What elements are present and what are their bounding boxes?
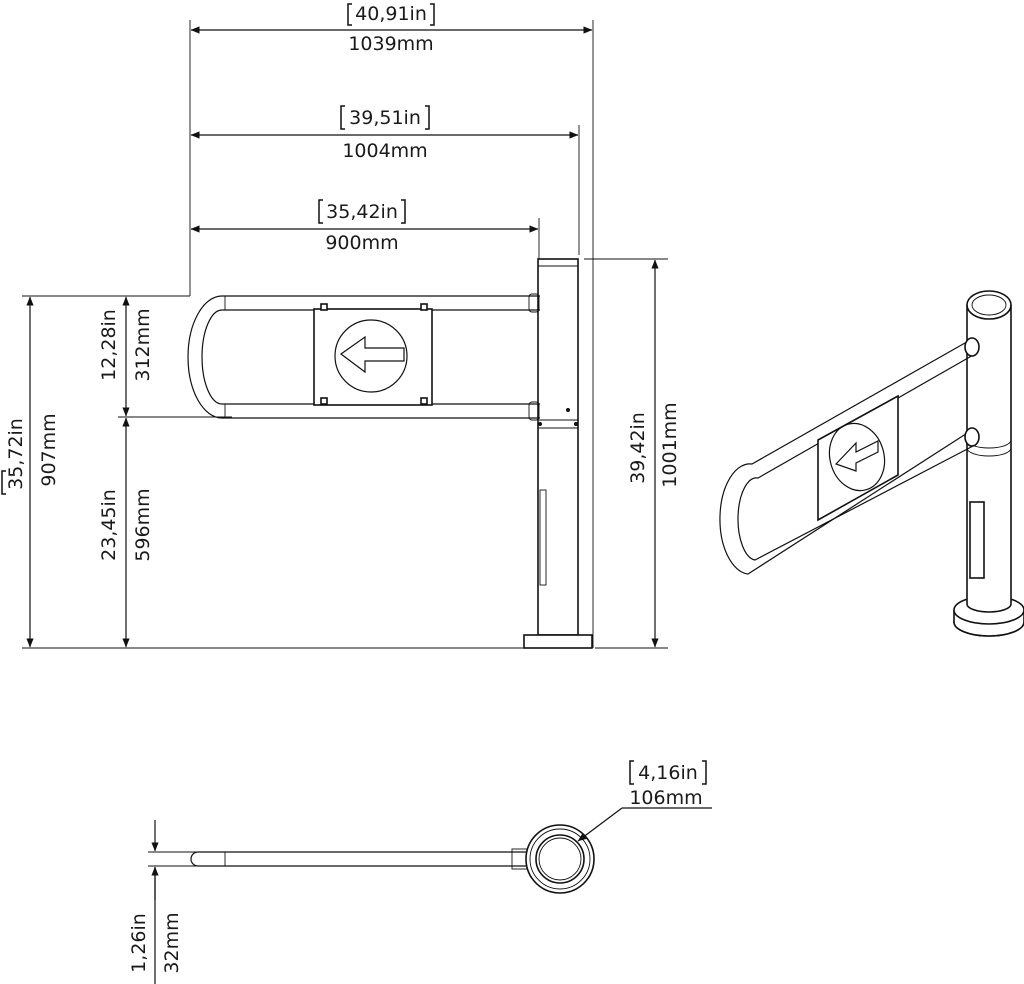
top-arm-tube xyxy=(190,851,537,867)
dim-post-diameter-inch: 4,16in xyxy=(638,762,698,784)
dim-arm-length-mm: 900mm xyxy=(325,232,398,254)
top-view: 4,16in 106mm 1,26in 32mm xyxy=(128,760,712,984)
top-post-inner xyxy=(535,834,585,884)
arrow-left-icon xyxy=(339,335,405,374)
arm-tube-inner xyxy=(201,309,540,405)
dim-arm-spacing-mm: 312mm xyxy=(132,308,154,381)
front-view: 40,91in 1039mm 39,51in 1004mm 35,42in 90… xyxy=(1,3,681,649)
dim-total-height-inch: 39,42in xyxy=(627,412,649,484)
dim-arm-height-inch: 35,72in xyxy=(5,418,27,490)
dim-total-height-mm: 1001mm xyxy=(659,402,681,487)
dim-tube-diameter-mm: 32mm xyxy=(161,912,183,973)
dim-lower-clearance-inch: 23,45in xyxy=(98,489,120,561)
dim-overall-width-inch: 40,91in xyxy=(355,3,427,25)
leader-post-diameter xyxy=(577,807,623,842)
dim-lower-clearance-mm: 596mm xyxy=(132,488,154,561)
arm-tube-outer xyxy=(187,295,540,419)
dim-post-diameter-mm: 106mm xyxy=(629,787,702,809)
dim-tube-diameter-inch: 1,26in xyxy=(128,913,150,973)
post xyxy=(537,258,579,636)
dim-arm-spacing-inch: 12,28in xyxy=(98,309,120,381)
base-plate xyxy=(523,634,593,649)
isometric-view xyxy=(719,290,1024,637)
iso-arrow-left-icon xyxy=(834,440,879,472)
iso-arm-tube-inner xyxy=(737,353,976,561)
dim-gate-width-mm: 1004mm xyxy=(342,140,427,162)
sign-panel xyxy=(313,308,433,406)
iso-sign-panel xyxy=(817,394,899,522)
sign-circle xyxy=(334,319,408,393)
dim-arm-length-inch: 35,42in xyxy=(326,201,398,223)
dim-arm-height-mm: 907mm xyxy=(38,413,60,486)
iso-arm-tube-outer xyxy=(719,338,973,575)
dim-gate-width-inch: 39,51in xyxy=(349,107,421,129)
dim-overall-width-mm: 1039mm xyxy=(348,33,433,55)
